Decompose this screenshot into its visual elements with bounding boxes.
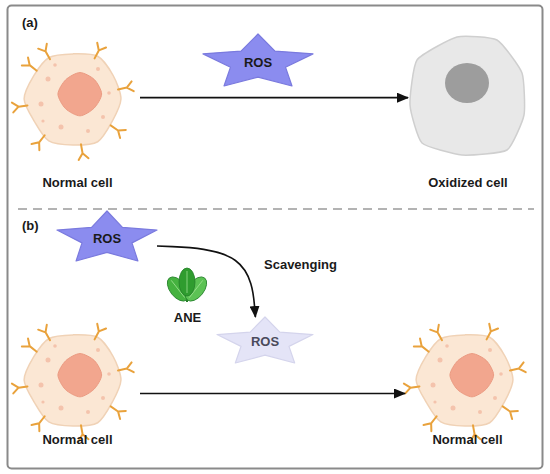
cell-granule [46, 77, 51, 82]
cell-granule [493, 396, 497, 400]
cell-granule [478, 410, 482, 414]
cell-granule [53, 63, 57, 67]
star-outline [57, 211, 157, 261]
star-label: ROS [203, 55, 313, 70]
receptor-symbol [509, 362, 526, 375]
ros-star: ROS [217, 317, 313, 363]
oxidized-cell: Oxidized cell [408, 38, 528, 195]
cell-granule [101, 396, 105, 400]
outer-border [8, 6, 543, 469]
cell-granule [86, 129, 90, 133]
cell-body [24, 335, 121, 426]
cell-granule [39, 383, 44, 388]
cell-granule [46, 358, 51, 363]
arrow-connector [140, 393, 405, 395]
cell-granule [499, 372, 503, 376]
cell-granule [41, 119, 44, 122]
cell-granule [451, 406, 456, 411]
cell-granule [101, 115, 105, 119]
cell-granule [445, 344, 449, 348]
receptor-symbol [117, 81, 134, 94]
star-label: ROS [57, 231, 157, 246]
receptor-symbol [22, 339, 40, 356]
receptor-symbol [90, 43, 106, 61]
receptor-symbol [414, 339, 432, 356]
receptor-symbol [38, 44, 54, 62]
cell-label: Normal cell [3, 432, 152, 447]
panel-label: (b) [22, 218, 39, 233]
panel-band: (b)ROSANEROSNormal cellNormal cell [8, 209, 542, 468]
cell-granule [431, 383, 436, 388]
receptor-symbol [430, 325, 446, 343]
normal-cell: Normal cell [15, 38, 140, 195]
receptor-symbol [22, 58, 40, 75]
cell-label: Oxidized cell [396, 175, 540, 190]
receptor-symbol [12, 100, 28, 112]
oxidized-body [410, 36, 525, 155]
arrow-connector [157, 246, 255, 317]
star-outline [217, 317, 313, 363]
receptor-symbol [76, 143, 88, 160]
receptor-symbol [32, 413, 49, 431]
panel-band: (a) Normal cell ROS Oxidized cell [8, 6, 542, 209]
receptor-symbol [12, 381, 28, 393]
plant-extract: ANE [160, 266, 215, 328]
receptor-symbol [108, 402, 126, 419]
cell-granule [96, 348, 100, 352]
arrow-connector [140, 97, 408, 99]
normal-cell: Normal cell [15, 322, 140, 452]
receptor-symbol [404, 381, 420, 393]
cell-granule [107, 91, 111, 95]
star-outline [203, 34, 313, 86]
normal-cell: Normal cell [405, 322, 530, 452]
star-label: ROS [217, 334, 313, 349]
cell-granule [438, 358, 443, 363]
cell-body [416, 335, 513, 426]
cell-nucleus [58, 73, 102, 116]
receptor-symbol [424, 413, 441, 431]
cell-nucleus [58, 354, 102, 397]
cell-granule [488, 348, 492, 352]
cell-nucleus [450, 354, 494, 397]
leaf-shape [179, 268, 195, 296]
leaf-vein [187, 271, 188, 293]
cell-granule [53, 344, 57, 348]
ox-outline [408, 38, 528, 195]
cell-granule [433, 400, 436, 403]
oxidized-nucleus [445, 63, 489, 103]
receptor-symbol [38, 325, 54, 343]
cell-granule [59, 406, 64, 411]
receptor-symbol [117, 362, 134, 375]
cell-label: Normal cell [393, 432, 542, 447]
cell-granule [96, 67, 100, 71]
panel-label: (a) [22, 15, 38, 30]
cell-outline [15, 38, 140, 195]
receptor-symbol [500, 402, 518, 419]
cell-granule [39, 102, 44, 107]
edge-label: Scavenging [264, 257, 337, 272]
cell-label: Normal cell [3, 175, 152, 190]
cell-body [24, 54, 121, 145]
cell-granule [86, 410, 90, 414]
cell-label: ANE [148, 310, 227, 325]
ros-star: ROS [57, 211, 157, 261]
cell-granule [41, 400, 44, 403]
panel-divider [18, 208, 534, 210]
cell-granule [59, 125, 64, 130]
receptor-symbol [482, 324, 498, 342]
receptor-symbol [32, 132, 49, 150]
ros-star: ROS [203, 34, 313, 86]
cell-granule [107, 372, 111, 376]
receptor-symbol [108, 121, 126, 138]
receptor-symbol [90, 324, 106, 342]
